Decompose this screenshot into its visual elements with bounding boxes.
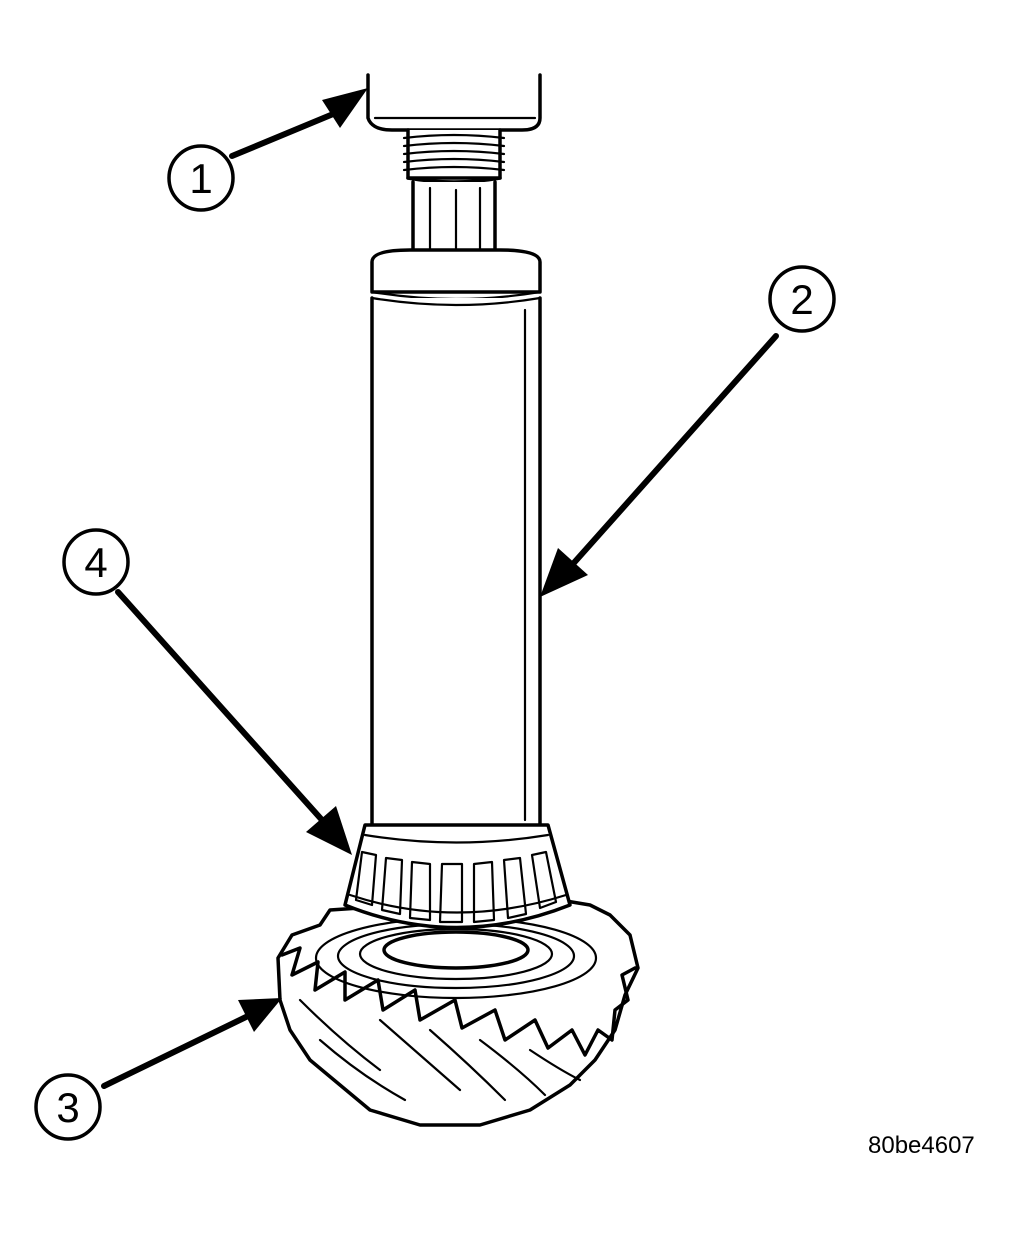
figure-id: 80be4607 xyxy=(868,1132,975,1159)
callout-4-label: 4 xyxy=(84,539,107,586)
callout-2: 2 xyxy=(768,265,836,333)
bearing-cone xyxy=(343,823,572,930)
leader-arrow-1 xyxy=(229,88,368,159)
callout-2-label: 2 xyxy=(790,276,813,323)
installer-tube xyxy=(370,248,542,832)
leader-arrow-3 xyxy=(101,998,282,1089)
callout-1: 1 xyxy=(167,144,235,212)
leader-arrow-2 xyxy=(540,333,779,597)
callout-1-label: 1 xyxy=(189,155,212,202)
press-ram xyxy=(366,73,542,132)
threaded-stud xyxy=(402,128,506,184)
callout-3-label: 3 xyxy=(56,1084,79,1131)
pinion-gear xyxy=(276,898,640,1127)
leader-arrow-4 xyxy=(115,589,352,855)
callout-3: 3 xyxy=(34,1073,102,1141)
callout-4: 4 xyxy=(62,528,130,596)
